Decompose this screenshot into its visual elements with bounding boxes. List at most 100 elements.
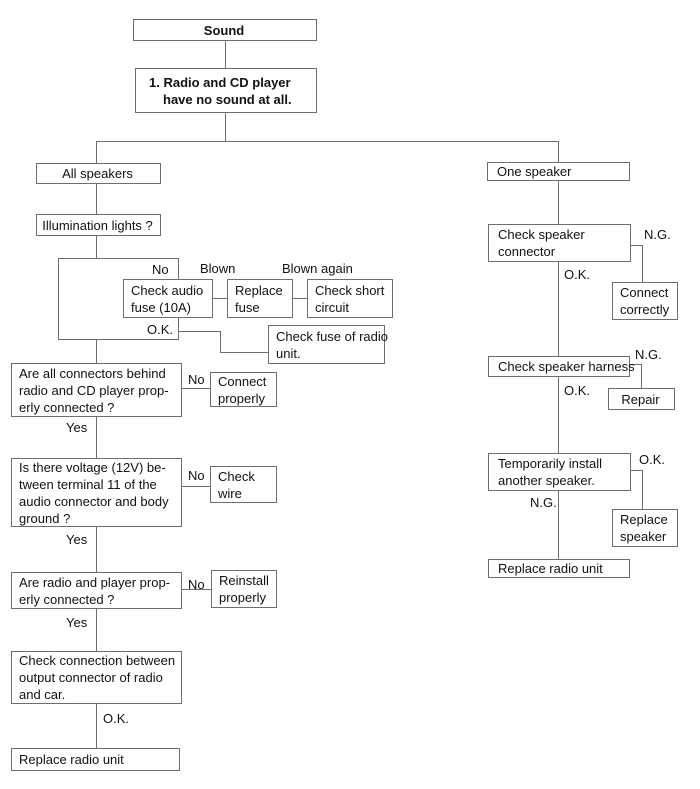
connector-line [642,470,643,509]
temporarily-install-text: Temporarily install [498,456,603,471]
reinstall-properly-box: Reinstall properly [211,570,277,608]
edge-label-yes-radio-player: Yes [66,615,88,630]
connector-line [96,340,97,363]
check-speaker-connector-text: Check speaker [498,227,585,242]
all-speakers-box: All speakers [36,163,161,184]
voltage-question-text: Is there voltage (12V) be- [19,459,166,475]
check-speaker-connector-box: Check speaker connector [488,224,631,262]
one-speaker-text: One speaker [497,164,572,179]
repair-text: Repair [621,391,660,407]
connector-line [293,298,307,299]
connector-line [182,589,211,590]
check-wire-text: Check [218,468,255,484]
check-fuse-radio-unit-text: unit. [276,345,301,361]
check-audio-fuse-text: Check audio [131,282,204,298]
edge-label-no-fuse: No [152,262,169,277]
replace-radio-unit-left-text: Replace radio unit [19,752,124,767]
repair-box: Repair [608,388,675,410]
reinstall-properly-text: Reinstall [219,573,269,588]
connect-properly-text: properly [218,390,265,406]
connector-line [96,184,97,214]
connector-line [558,377,559,453]
connector-line [558,262,559,356]
all-speakers-text: All speakers [62,166,133,181]
check-connection-text: output connector of radio [19,670,163,685]
connectors-question-text: radio and CD player prop- [19,382,169,398]
connector-line [642,245,643,282]
edge-label-ok-connector: O.K. [564,267,591,282]
replace-radio-unit-right-text: Replace radio unit [498,561,603,576]
check-connection-text: Check connection between [19,653,176,668]
edge-label-yes-connectors: Yes [66,420,88,435]
check-short-circuit-text: circuit [315,299,349,315]
voltage-question-text: ground ? [19,510,71,526]
connector-line [225,113,226,141]
connector-line [558,141,559,163]
connector-line [213,298,227,299]
connector-line [96,141,97,163]
connector-line [96,417,97,458]
connectors-question-text: Are all connectors behind [19,365,166,381]
connector-line [96,704,97,748]
replace-speaker-text: Replace [620,512,668,527]
symptom-no-sound-text: have no sound at all. [163,91,292,107]
connector-line [641,364,642,388]
edge-label-ok-connection: O.K. [103,711,130,726]
connector-line [96,236,97,258]
replace-radio-unit-right-box: Replace radio unit [488,559,630,578]
connectors-question-text: erly connected ? [19,399,115,415]
replace-radio-unit-left-box: Replace radio unit [11,748,180,771]
voltage-question-box: Is there voltage (12V) be-tween terminal… [11,458,182,527]
edge-label-no-connectors: No [188,372,205,387]
connector-line [182,388,210,389]
edge-label-ng-harness: N.G. [635,347,662,362]
radio-player-question-text: Are radio and player prop- [19,574,171,590]
edge-label-ng-connector: N.G. [644,227,671,242]
edge-label-yes-voltage: Yes [66,532,88,547]
connector-line [182,486,210,487]
check-connection-text: and car. [19,687,66,702]
connect-correctly-box: Connect correctly [612,282,678,320]
edge-label-blown: Blown [200,261,236,276]
edge-label-ok-harness: O.K. [564,383,591,398]
check-speaker-harness-text: Check speaker harness [498,359,635,374]
sound-title-box: Sound [133,19,317,41]
connector-line [225,41,226,68]
edge-label-blown-again: Blown again [282,261,353,276]
illumination-lights-text: Illumination lights ? [42,217,153,233]
edge-label-ng-temp-speaker: N.G. [530,495,557,510]
connector-line [96,609,97,651]
check-audio-fuse-text: fuse (10A) [131,299,191,315]
connect-correctly-text: correctly [620,302,670,317]
connector-line [96,141,558,142]
connector-line [220,331,221,352]
check-short-circuit-text: Check short [315,282,385,298]
check-speaker-connector-text: connector [498,244,556,259]
voltage-question-text: tween terminal 11 of the [19,476,157,492]
sound-title-text: Sound [203,22,245,38]
replace-fuse-text: Replace [235,282,283,298]
connector-line [631,470,643,471]
connector-line [179,331,221,332]
reinstall-properly-text: properly [219,590,266,605]
one-speaker-box: One speaker [487,162,630,181]
edge-label-ok-fuse: O.K. [147,322,174,337]
connector-line [96,527,97,572]
connector-line [558,491,559,559]
connector-line [630,364,642,365]
connect-properly-text: Connect [218,373,267,389]
illumination-lights-box: Illumination lights ? [36,214,161,236]
connect-correctly-text: Connect [620,285,669,300]
replace-fuse-text: fuse [235,299,260,315]
radio-player-question-text: erly connected ? [19,591,115,607]
